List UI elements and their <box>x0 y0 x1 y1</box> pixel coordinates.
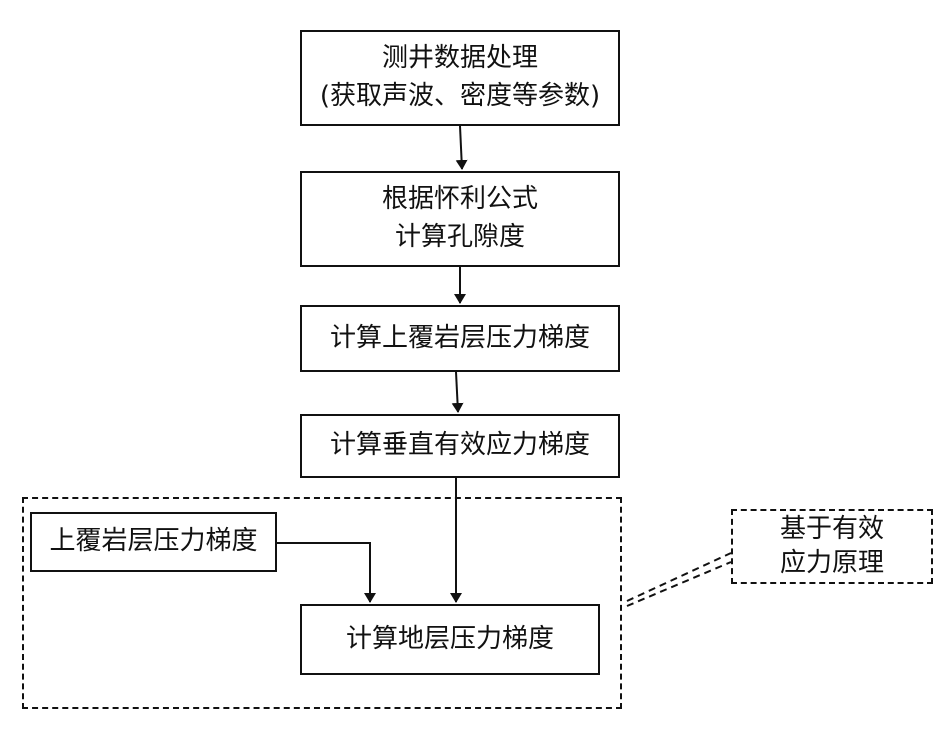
annotation-line-1: 基于有效 <box>779 513 884 544</box>
step-4-label: 计算垂直有效应力梯度 <box>329 430 590 461</box>
step-1-subtitle: (获取声波、密度等参数) <box>319 81 601 111</box>
step-2-line-1: 根据怀利公式 <box>381 184 538 215</box>
step-2-line-2: 计算孔隙度 <box>394 222 525 252</box>
callout-leader-upper <box>626 552 732 602</box>
step-logging-data-processing: 测井数据处理 (获取声波、密度等参数) <box>300 30 620 126</box>
arrow-step3-to-step4 <box>451 371 464 413</box>
step-formation-pressure-gradient: 计算地层压力梯度 <box>300 604 600 675</box>
input-overburden-gradient: 上覆岩层压力梯度 <box>30 512 277 572</box>
annotation-callout: 基于有效 应力原理 <box>731 509 933 584</box>
effective-stress-region <box>22 497 622 709</box>
step-3-label: 计算上覆岩层压力梯度 <box>329 322 590 353</box>
arrow-step1-to-step2 <box>455 125 468 170</box>
step-porosity-calculation: 根据怀利公式 计算孔隙度 <box>300 171 620 267</box>
step-overburden-gradient: 计算上覆岩层压力梯度 <box>300 305 620 372</box>
result-label: 计算地层压力梯度 <box>345 623 554 654</box>
input-overburden-label: 上覆岩层压力梯度 <box>49 526 258 557</box>
callout-leader-lower <box>626 561 732 607</box>
step-1-title: 测井数据处理 <box>381 43 538 74</box>
annotation-line-2: 应力原理 <box>779 547 884 578</box>
step-vertical-effective-stress: 计算垂直有效应力梯度 <box>300 414 620 478</box>
